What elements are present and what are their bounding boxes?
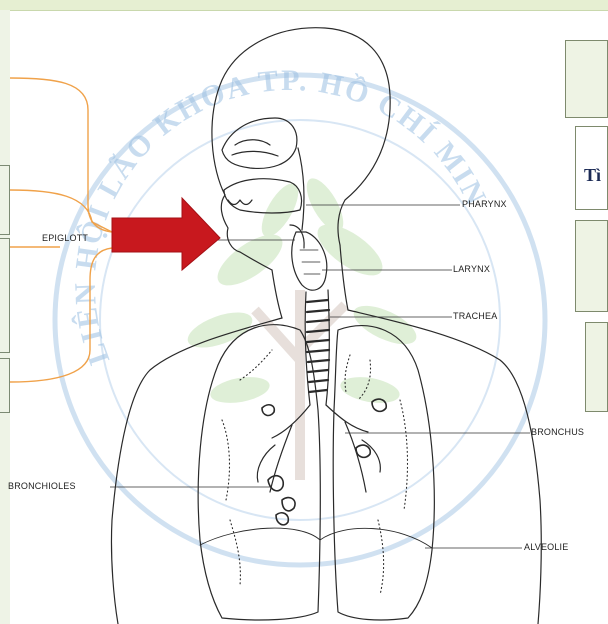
- teeth: [228, 200, 252, 205]
- side-box-3: [575, 220, 608, 312]
- oral-cavity: [224, 179, 302, 213]
- epiglottis-bracket: [10, 78, 112, 382]
- torso-outline-left: [111, 318, 282, 624]
- neck-left: [272, 270, 282, 318]
- side-box-2: Tì: [575, 126, 608, 210]
- turbinates: [232, 140, 278, 156]
- side-box-4: [585, 322, 608, 412]
- diaphragm: [200, 528, 432, 548]
- nasal-cavity: [222, 118, 297, 168]
- face-outline: [221, 195, 272, 270]
- label-bronchus: BRONCHUS: [531, 427, 584, 437]
- left-lung: [198, 325, 320, 620]
- label-alveolie: ALVEOLIE: [524, 542, 568, 552]
- head-outline: [212, 28, 390, 245]
- label-bronchioles: BRONCHIOLES: [8, 481, 76, 491]
- label-epiglottis: EPIGLOTT: [42, 233, 88, 243]
- side-box-1: [565, 40, 608, 118]
- trachea-right: [326, 290, 329, 405]
- larynx-shape: [292, 232, 327, 290]
- label-larynx: LARYNX: [453, 264, 490, 274]
- highlight-arrow: [112, 198, 220, 270]
- neck-right: [340, 245, 348, 310]
- label-pharynx: PHARYNX: [462, 199, 507, 209]
- side-box-2-text: Tì: [584, 165, 601, 186]
- right-lung: [333, 326, 434, 620]
- torso-outline-right: [348, 310, 541, 624]
- label-trachea: TRACHEA: [453, 311, 497, 321]
- left-bronchus: [257, 405, 310, 492]
